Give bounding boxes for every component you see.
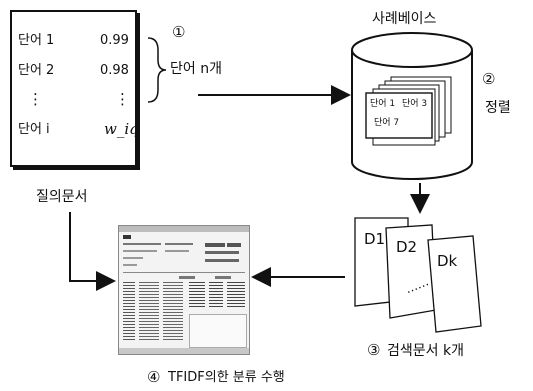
card-word-1: 단어 1 (370, 99, 396, 109)
card-word-7: 단어 7 (374, 118, 400, 128)
word-count-label: 단어 n개 (170, 61, 222, 77)
casebase-cards (365, 76, 452, 146)
weight-iq: w_iq (104, 120, 139, 138)
vdots-word: ⋮ (28, 90, 43, 108)
sort-label: 정렬 (485, 100, 511, 116)
weight-2: 0.98 (100, 63, 129, 78)
word-1: 단어 1 (18, 33, 55, 48)
step2-circle: ② (482, 70, 496, 88)
doc-dk-label: Dk (437, 252, 458, 270)
classify-label: TFIDF의한 분류 수행 (168, 370, 285, 385)
arrow-query-to-classifier (69, 212, 116, 291)
weight-1: 0.99 (100, 33, 129, 48)
retrieved-label: 검색문서 k개 (387, 343, 464, 359)
curly-brace (147, 37, 167, 103)
card-word-3: 단어 3 (402, 99, 428, 109)
retrieved-docs (354, 217, 482, 333)
casebase-title: 사례베이스 (372, 11, 437, 27)
step4-circle: ④ (147, 368, 161, 386)
word-i: 단어 i (18, 122, 50, 137)
query-doc-caption: 질의문서 (36, 189, 88, 205)
query-document (10, 10, 137, 167)
vdots-weight: ⋮ (115, 90, 130, 108)
classifier-screenshot (118, 225, 250, 355)
step1-circle: ① (172, 23, 186, 41)
doc-d2-label: D2 (396, 238, 418, 256)
doc-d1-label: D1 (364, 230, 386, 248)
word-2: 단어 2 (18, 63, 55, 78)
step3-circle: ③ (367, 341, 381, 359)
